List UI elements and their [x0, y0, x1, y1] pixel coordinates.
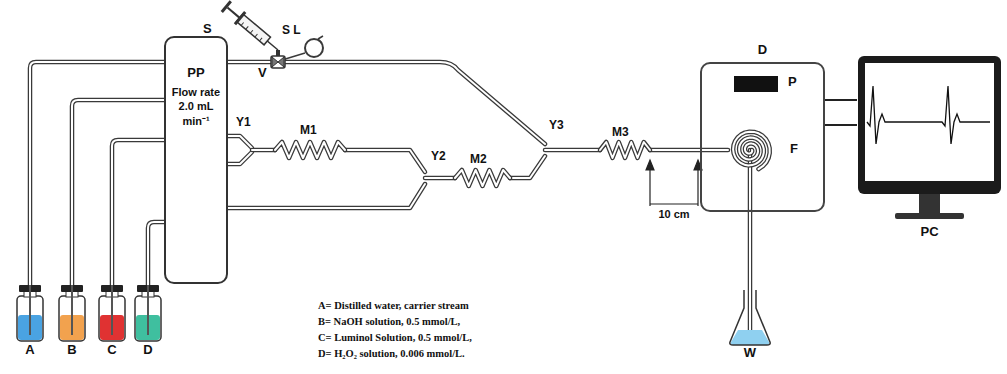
bottle-shape	[16, 285, 44, 343]
reagent-bottle: D	[134, 285, 162, 357]
dimension-label: 10 cm	[656, 208, 691, 221]
part-label: M2	[470, 153, 487, 167]
tube	[510, 156, 545, 178]
tube	[224, 136, 252, 148]
legend-note: C= Luminol Solution, 0.5 mmol/L,	[318, 332, 472, 344]
dimension-mark	[646, 160, 702, 206]
node-text: D	[702, 43, 823, 58]
node-text: PP	[166, 66, 226, 81]
node-text: A	[16, 343, 44, 358]
peristaltic-pump: PP Flow rate 2.0 mL min⁻¹	[164, 36, 228, 284]
tube	[224, 62, 545, 144]
reagent-bottle: C	[98, 285, 126, 357]
node-text: P	[788, 75, 797, 90]
tubing-connector	[148, 222, 164, 285]
node-text: B	[58, 343, 86, 358]
mixing-coil	[275, 142, 345, 158]
mixing-coil	[455, 170, 510, 186]
tube	[345, 150, 425, 172]
tube	[224, 152, 252, 164]
node-text: PC	[857, 225, 1002, 240]
node-text: F	[790, 142, 798, 157]
tube	[224, 184, 425, 208]
syringe	[220, 0, 283, 56]
reagent-bottle: A	[16, 285, 44, 357]
tubing-connector	[750, 212, 751, 340]
part-label: M1	[300, 124, 317, 138]
reagent-bottle: B	[58, 285, 86, 357]
tube	[425, 178, 455, 179]
tubing-connector	[72, 100, 164, 285]
part-label: Y1	[236, 116, 251, 130]
part-label: V	[258, 66, 267, 81]
legend-note: D= H₂O₂ solution, 0.006 mmol/L.	[318, 348, 465, 360]
flow-cell-spiral	[733, 132, 770, 169]
bottle-shape	[134, 285, 162, 343]
monitor-shape	[857, 55, 1002, 221]
part-label: Y2	[431, 150, 446, 164]
bottle-shape	[98, 285, 126, 343]
node-text: C	[98, 343, 126, 358]
node-text: W	[728, 346, 772, 361]
part-label: S	[203, 22, 212, 37]
tube	[650, 150, 728, 151]
tube	[545, 150, 600, 151]
tubing-connector	[112, 140, 164, 285]
detector-box: DPF	[700, 62, 825, 212]
tubing-connector	[30, 62, 164, 285]
part-label: Y3	[549, 119, 564, 133]
computer-monitor: PC	[857, 55, 1002, 241]
mixing-coil	[600, 142, 650, 158]
detector-parts	[702, 64, 823, 210]
tube	[252, 150, 275, 151]
signal-cable	[825, 100, 857, 125]
legend-note: B= NaOH solution, 0.5 mmol/L,	[318, 316, 460, 328]
node-text: Flow rate 2.0 mL min⁻¹	[166, 85, 226, 128]
part-label: M3	[612, 126, 629, 140]
flask-shape	[728, 290, 772, 346]
waste-flask: W	[728, 290, 772, 362]
injection-valve	[271, 50, 285, 68]
part-label: S L	[282, 24, 301, 38]
node-text: D	[134, 343, 162, 358]
legend-note: A= Distilled water, carrier stream	[318, 300, 469, 312]
bottle-shape	[58, 285, 86, 343]
